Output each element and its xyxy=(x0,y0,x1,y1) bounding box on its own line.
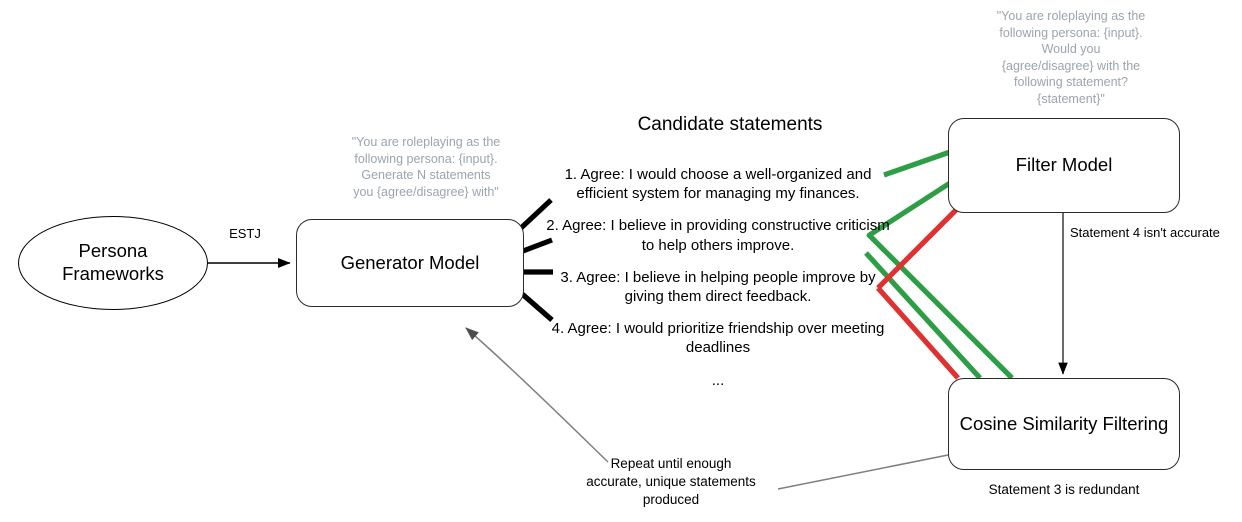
reject-line-stmt4-filter xyxy=(876,206,960,290)
statement-item: 3. Agree: I believe in helping people im… xyxy=(560,268,876,305)
candidate-statements-heading: Candidate statements xyxy=(637,114,823,135)
statement-item-ellipsis: ... xyxy=(711,371,725,389)
statement-item: 2. Agree: I believe in providing constru… xyxy=(546,217,890,254)
edge-label-estj: ESTJ xyxy=(229,226,261,241)
candidate-statements-list: 1. Agree: I would choose a well-organize… xyxy=(546,165,890,390)
caption-statement-3-redundant: Statement 3 is redundant xyxy=(988,482,1140,497)
reject-line-stmt4-cosine xyxy=(876,286,960,380)
edge-label-statement-4-not-accurate: Statement 4 isn't accurate xyxy=(1070,225,1220,240)
statement-item: 4. Agree: I would prioritize friendship … xyxy=(551,320,885,357)
filter-prompt-text: "You are roleplaying as the following pe… xyxy=(996,9,1146,106)
accept-line-stmt1-filter xyxy=(883,149,951,178)
node-filter-model[interactable]: Filter Model xyxy=(948,118,1180,213)
generator-model-label: Generator Model xyxy=(340,251,480,273)
node-generator-model[interactable]: Generator Model xyxy=(296,219,524,307)
persona-frameworks-label: Persona Frameworks xyxy=(62,240,164,284)
caption-repeat-loop: Repeat until enough accurate, unique sta… xyxy=(586,456,756,508)
filter-model-label: Filter Model xyxy=(1015,154,1113,176)
rejected-lines xyxy=(876,206,960,380)
statement-item: 1. Agree: I would choose a well-organize… xyxy=(564,166,872,203)
cosine-similarity-filtering-label: Cosine Similarity Filtering xyxy=(959,412,1169,434)
generator-prompt-text: "You are roleplaying as the following pe… xyxy=(351,135,501,199)
node-persona-frameworks[interactable]: Persona Frameworks xyxy=(18,216,208,310)
edge-cosine-to-repeat xyxy=(777,454,949,490)
node-cosine-similarity-filtering[interactable]: Cosine Similarity Filtering xyxy=(948,378,1180,470)
